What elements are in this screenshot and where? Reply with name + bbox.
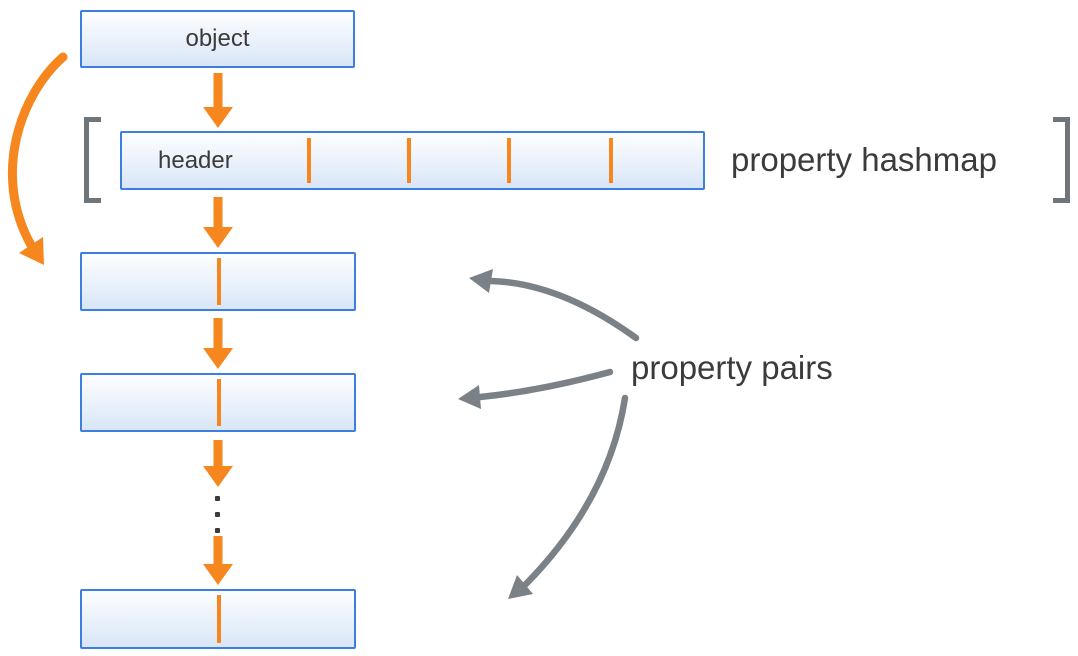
orange-down-arrow-icon xyxy=(203,536,233,585)
gray-curved-arrow-icon xyxy=(508,394,629,599)
orange-down-arrow-icon xyxy=(203,197,233,248)
orange-down-arrow-icon xyxy=(203,440,233,487)
orange-down-arrow-icon xyxy=(203,73,233,128)
pair-divider xyxy=(217,595,221,643)
ellipsis-dot xyxy=(215,496,220,501)
property-hashmap-label: property hashmap xyxy=(731,141,997,178)
gray-curved-arrow-icon xyxy=(458,368,614,409)
property-pairs-label: property pairs xyxy=(631,349,833,386)
slot-divider xyxy=(507,138,511,183)
slot-divider xyxy=(609,138,613,183)
orange-down-arrow-icon xyxy=(203,318,233,369)
pair-divider xyxy=(217,258,221,305)
property-pair-box xyxy=(80,373,356,432)
pair-divider xyxy=(217,379,221,426)
gray-curved-arrow-icon xyxy=(469,269,640,342)
property-pair-box xyxy=(80,252,356,311)
property-hashmap-box: header xyxy=(120,131,705,190)
ellipsis-dot xyxy=(215,528,220,533)
header-label: header xyxy=(158,146,233,174)
left-bracket xyxy=(84,117,101,203)
slot-divider xyxy=(407,138,411,183)
orange-curved-arrow-icon xyxy=(7,52,68,265)
object-label: object xyxy=(185,25,250,52)
object-box: object xyxy=(80,10,355,68)
property-pair-box xyxy=(80,589,356,649)
ellipsis-dot xyxy=(215,512,220,517)
slot-divider xyxy=(307,138,311,183)
right-bracket xyxy=(1053,117,1070,203)
